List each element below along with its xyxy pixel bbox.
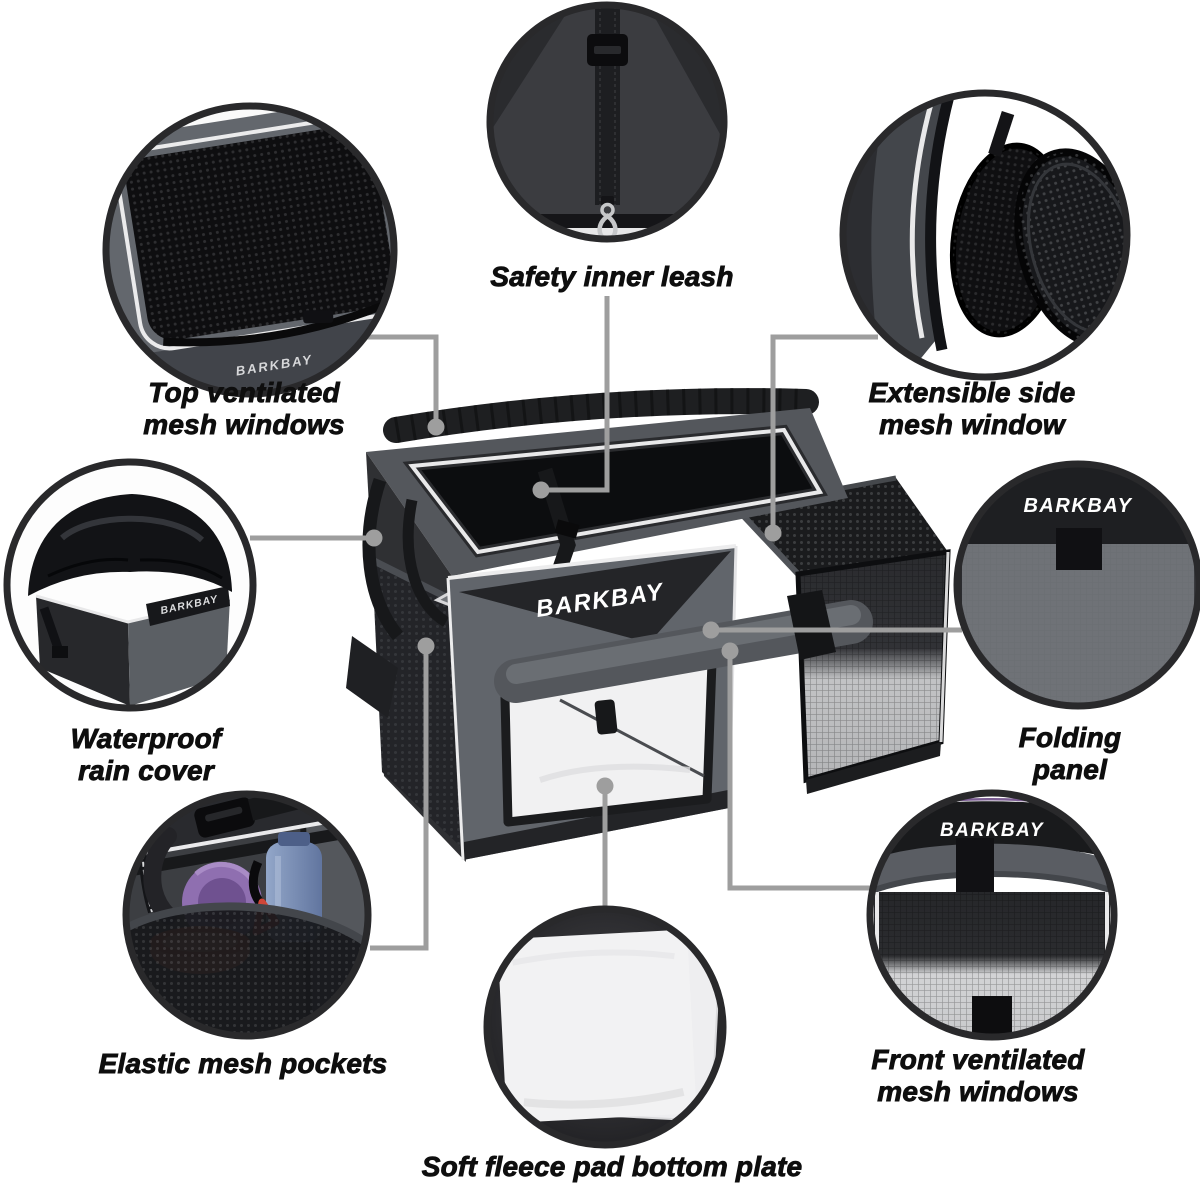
connector-top-mesh [364,334,439,424]
front-face: BARKBAY [446,544,873,861]
feature-label-front-ventilated-mesh-windows: Front ventilated mesh windows [871,1044,1085,1108]
callout-circle-safety-leash [486,1,728,243]
feature-label-waterproof-rain-cover: Waterproof rain cover [70,723,222,787]
fleece-strip [490,228,724,239]
zipper [163,295,394,347]
callout-circle-top-mesh: BARKBAY [102,102,398,398]
feature-label-folding-panel: Folding panel [1018,722,1122,786]
leash-strap [595,5,620,205]
connector-mesh-pockets [370,650,429,951]
callout-circle-mesh-pockets [122,790,372,1040]
fleece-pad [498,930,696,1123]
velcro-tab [972,996,1012,1036]
brand-logo-small: BARKBAY [1023,495,1132,517]
feature-label-safety-inner-leash: Safety inner leash [490,261,734,293]
inner-leash-strap [537,467,576,571]
snap-hook [597,213,618,239]
shoulder-strap [362,477,404,641]
connector-front-mesh [727,655,871,891]
rain-cover [28,494,232,596]
callout-circle-folding-panel: BARKBAY [953,460,1200,710]
callout-circle-fleece-pad [483,905,727,1149]
cover-strap [956,838,994,900]
brand-banner [459,551,731,643]
feature-label-top-ventilated-mesh-windows: Top ventilated mesh windows [143,377,345,441]
feature-label-soft-fleece-pad-bottom-plate: Soft fleece pad bottom plate [421,1151,803,1183]
foam-handle [143,827,177,925]
left-side-pocket [346,452,466,862]
callout-circle-extensible-window [839,89,1131,381]
rolled-top-mesh [383,388,819,443]
callout-circle-front-mesh: BARKBAY [866,789,1118,1041]
cover-strap [787,590,836,660]
callout-circle-rain-cover: BARKBAY [3,458,257,712]
connector-extensible-window [770,334,878,529]
brand-logo-small: BARKBAY [940,820,1045,841]
callout-connectors [250,296,962,951]
velcro-tab [1056,528,1102,570]
feature-label-extensible-side-mesh-window: Extensible side mesh window [868,377,1076,441]
feature-label-elastic-mesh-pockets: Elastic mesh pockets [98,1048,388,1080]
callout-dots [365,418,782,795]
connector-safety-leash [546,296,610,493]
